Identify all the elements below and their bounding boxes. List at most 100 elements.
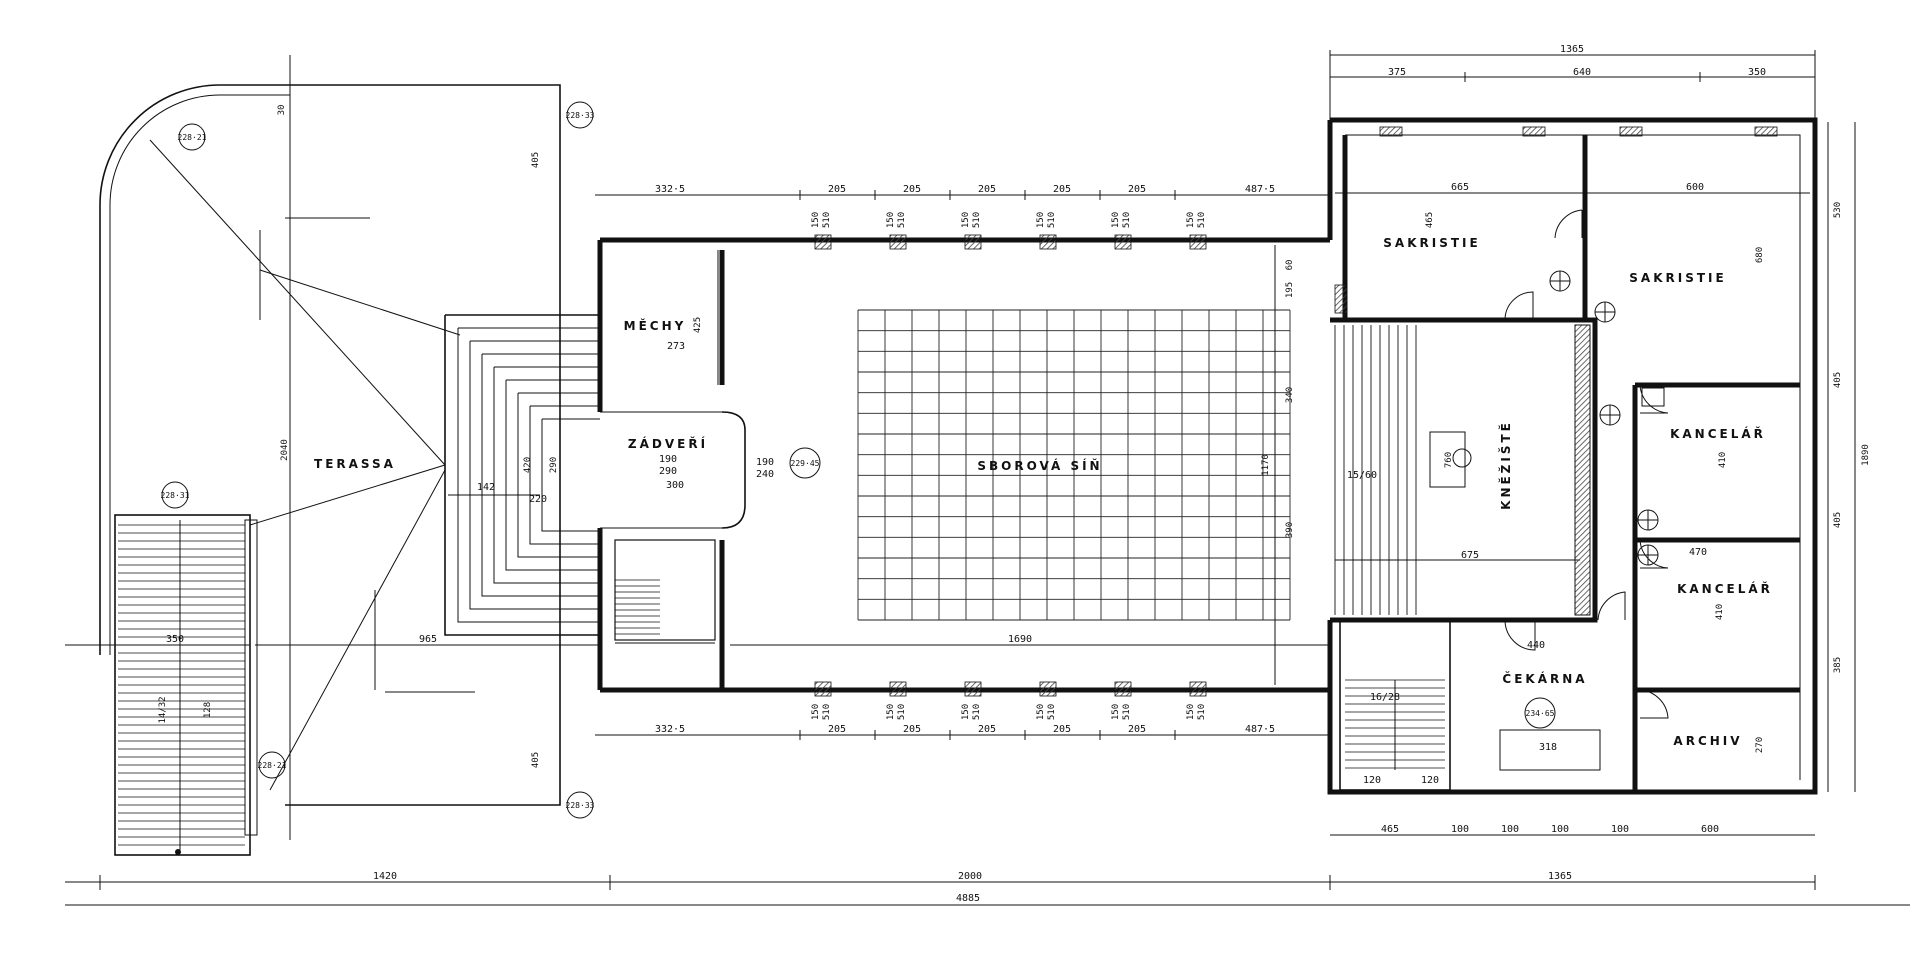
dim-405d: 405 [1833, 512, 1843, 528]
room-label-cekarna: ČEKÁRNA [1502, 671, 1587, 686]
dim-top-right: 1365 [1560, 44, 1584, 55]
dim-middle: 2000 [958, 871, 982, 882]
dim-pier-b: 510 [1047, 212, 1057, 228]
dim-190-b: 190 [756, 457, 774, 468]
dim-bay: 205 [978, 724, 996, 735]
dim-290: 290 [549, 457, 559, 473]
dim-top-right-a: 375 [1388, 67, 1406, 78]
dim-405a: 405 [531, 152, 541, 168]
dim-pier-b: 510 [822, 704, 832, 720]
room-label-sborova-sin: SBOROVÁ SÍŇ [977, 458, 1102, 473]
dim-pier-b: 510 [1122, 704, 1132, 720]
dim-pier-b: 510 [1047, 704, 1057, 720]
dim-bay: 205 [828, 184, 846, 195]
dim-120-a: 120 [1363, 775, 1381, 786]
terrace: TERASSA 2040 405 405 30 228·21 228·33 22… [99, 55, 595, 840]
dim-right: 1365 [1548, 871, 1572, 882]
dim-bay: 205 [978, 184, 996, 195]
dim-240: 240 [756, 469, 774, 480]
right-wing: SAKRISTIE SAKRISTIE KANCELÁŘ KANCELÁŘ ČE… [1327, 117, 1818, 795]
dim-600b: 600 [1701, 824, 1719, 835]
dim-760: 760 [1444, 452, 1454, 468]
hall-pier [1114, 681, 1132, 697]
dim-bay: 205 [1053, 724, 1071, 735]
service-staircase: 16/28 120 120 465 100 100 100 100 600 [1330, 619, 1815, 836]
dim-bay: 205 [1128, 184, 1146, 195]
dim-300: 300 [666, 480, 684, 491]
room-label-archiv: ARCHIV [1673, 734, 1742, 748]
level-marker [566, 101, 594, 129]
dim-30-terrace: 30 [277, 105, 287, 116]
level-l7: 234·65 [1526, 709, 1555, 718]
dim-pier-a: 150 [811, 212, 821, 228]
room-label-knezist: KNĚŽIŠTĚ [1498, 420, 1513, 510]
dim-100-a: 100 [1451, 824, 1469, 835]
level-marker [566, 791, 594, 819]
dim-bay: 205 [1053, 184, 1071, 195]
room-label-kancelar-1: KANCELÁŘ [1670, 426, 1766, 441]
room-label-kancelar-2: KANCELÁŘ [1677, 581, 1773, 596]
dim-385: 385 [1833, 657, 1843, 673]
dim-pier-a: 150 [886, 704, 896, 720]
dim-hall-bottom-end: 487·5 [1245, 724, 1275, 735]
hall-pier [889, 681, 907, 697]
overall-dimensions: 4885 1420 2000 1365 1365 375 640 350 189… [65, 44, 1910, 906]
dim-16-28: 16/28 [1370, 692, 1400, 703]
hall-pier [964, 234, 982, 250]
dim-405c: 405 [1833, 372, 1843, 388]
dim-bay: 205 [903, 184, 921, 195]
dim-405b: 405 [531, 752, 541, 768]
dim-top-right-c: 350 [1748, 67, 1766, 78]
dim-pier-b: 510 [1197, 704, 1207, 720]
dim-465a: 465 [1425, 212, 1435, 228]
dim-terrace-span: 965 [419, 634, 437, 645]
dim-pier-a: 150 [811, 704, 821, 720]
dim-left: 1420 [373, 871, 397, 882]
dim-675: 675 [1461, 550, 1479, 561]
dim-bay: 205 [1128, 724, 1146, 735]
room-label-sakristie-1: SAKRISTIE [1383, 236, 1480, 250]
level-l3: 228·31 [161, 491, 190, 500]
level-l1: 228·21 [178, 133, 207, 142]
dim-hall-top-end: 487·5 [1245, 184, 1275, 195]
dim-680: 680 [1755, 247, 1765, 263]
dim-pier-b: 510 [972, 212, 982, 228]
dim-100-b: 100 [1501, 824, 1519, 835]
dim-total: 4885 [956, 893, 980, 904]
dim-pier-a: 150 [1036, 212, 1046, 228]
dim-290-b: 290 [659, 466, 677, 477]
level-marker [178, 123, 206, 151]
vestibule-stair-frame [614, 539, 716, 641]
terrace-staircase: 14/32 128 150 350 965 [65, 514, 600, 856]
level-l4: 229·45 [791, 459, 820, 468]
dim-pier-a: 150 [961, 704, 971, 720]
dim-273: 273 [667, 341, 685, 352]
dim-pier-a: 150 [1186, 704, 1196, 720]
dim-100-c: 100 [1551, 824, 1569, 835]
dim-pier-b: 510 [897, 212, 907, 228]
dim-14-32: 14/32 [158, 696, 168, 723]
dim-470: 470 [1689, 547, 1707, 558]
dim-60-hall: 60 [1285, 260, 1295, 271]
main-hall: SBOROVÁ SÍŇ MĚCHY ZÁDVEŘÍ 332·5 487·5 20… [595, 184, 1330, 740]
dim-128: 128 [203, 702, 213, 718]
dim-410a: 410 [1718, 452, 1728, 468]
room-label-terassa: TERASSA [314, 457, 396, 471]
hall-pier [1039, 681, 1057, 697]
level-marker [1524, 697, 1556, 729]
dim-220: 220 [529, 494, 547, 505]
dim-410b: 410 [1715, 604, 1725, 620]
dim-pier-b: 510 [1197, 212, 1207, 228]
dim-600a: 600 [1686, 182, 1704, 193]
dim-terrace-depth: 2040 [280, 439, 290, 461]
hall-pier [814, 234, 832, 250]
room-label-sakristie-2: SAKRISTIE [1629, 271, 1726, 285]
dim-pier-a: 150 [1186, 212, 1196, 228]
dim-270: 270 [1755, 737, 1765, 753]
level-marker [789, 447, 821, 479]
dim-top-right-b: 640 [1573, 67, 1591, 78]
dim-665: 665 [1451, 182, 1469, 193]
dim-hall-bottom-start: 332·5 [655, 724, 685, 735]
dim-15-60: 15/60 [1347, 470, 1377, 481]
